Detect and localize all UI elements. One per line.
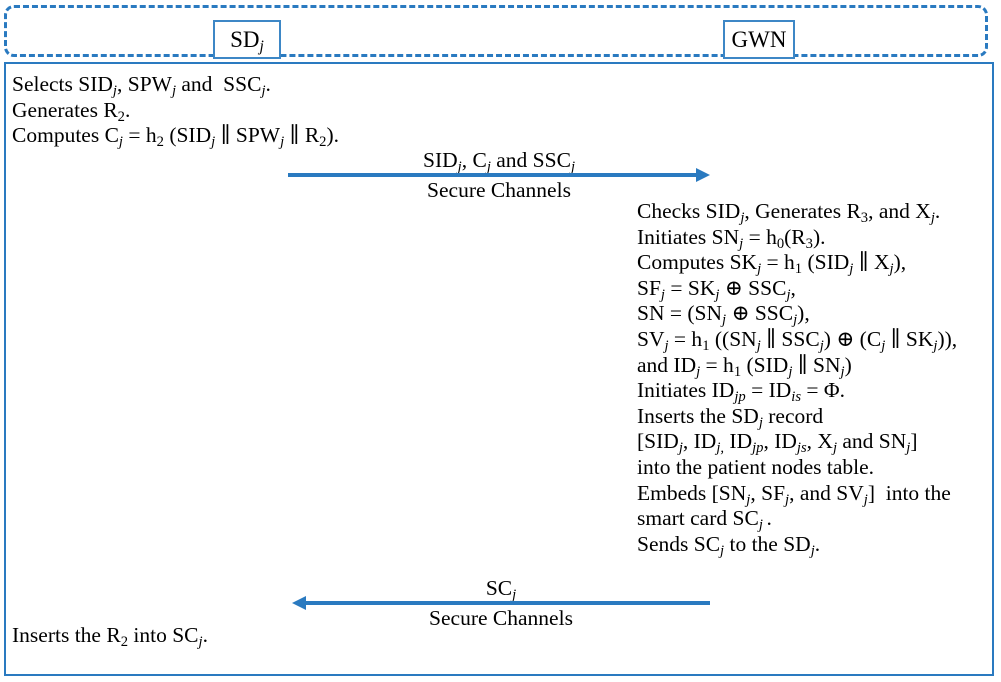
sd-computation-block-top: Selects SIDj, SPWj and SSCj. Generates R… <box>12 72 339 149</box>
sd-line-2: Generates R2. <box>12 97 131 125</box>
participants-band: SDj GWN <box>4 5 988 59</box>
gwn-line-8: Initiates IDjp = IDis = Φ. <box>637 378 845 405</box>
gwn-line-4: SFj = SKj ⊕ SSCj, <box>637 275 796 303</box>
protocol-body-box <box>4 62 994 676</box>
gwn-computation-block: Checks SIDj, Generates R3, and Xj. Initi… <box>637 199 958 559</box>
gwn-line-3: Computes SKj = h1 (SIDj ∥ Xj), <box>637 250 907 277</box>
participant-box-gwn: GWN <box>723 20 795 59</box>
gwn-line-7: and IDj = h1 (SIDj ∥ SNj) <box>637 352 852 380</box>
participant-label-gwn: GWN <box>731 27 787 52</box>
message-1-shaft <box>288 173 696 177</box>
gwn-line-6: SVj = h1 ((SNj ∥ SSCj) ⊕ (Cj ∥ SKj)), <box>637 326 958 354</box>
message-2-label-bottom: Secure Channels <box>429 606 573 630</box>
sd-bottom-line-1: Inserts the R2 into SCj. <box>12 623 208 650</box>
participant-label-sd: SDj <box>230 27 264 56</box>
arrow-head-right-icon <box>696 168 710 182</box>
gwn-line-13: smart card SCj . <box>637 506 772 533</box>
message-1-label-bottom: Secure Channels <box>427 178 571 202</box>
gwn-line-12: Embeds [SNj, SFj, and SVj] into the <box>637 480 951 508</box>
sd-computation-block-bottom: Inserts the R2 into SCj. <box>12 623 208 649</box>
gwn-line-5: SN = (SNj ⊕ SSCj), <box>637 301 810 329</box>
message-2-label-top: SCj <box>485 576 517 603</box>
arrow-head-left-icon <box>292 596 306 610</box>
sd-line-1: Selects SIDj, SPWj and SSCj. <box>12 72 271 99</box>
gwn-line-11: into the patient nodes table. <box>637 454 875 479</box>
message-2-shaft <box>306 601 710 605</box>
gwn-line-14: Sends SCj to the SDj. <box>637 531 821 559</box>
gwn-line-1: Checks SIDj, Generates R3, and Xj. <box>637 199 941 226</box>
gwn-line-2: Initiates SNj = h0(R3). <box>637 224 826 252</box>
gwn-line-10: [SIDj, IDj, IDjp, IDjs, Xj and SNj] <box>637 429 918 457</box>
gwn-line-9: Inserts the SDj record <box>637 403 824 431</box>
sd-line-3: Computes Cj = h2 (SIDj ∥ SPWj ∥ R2). <box>12 123 340 150</box>
participant-box-sd: SDj <box>213 20 281 59</box>
message-1-label-top: SIDj, Cj and SSCj <box>423 148 575 175</box>
